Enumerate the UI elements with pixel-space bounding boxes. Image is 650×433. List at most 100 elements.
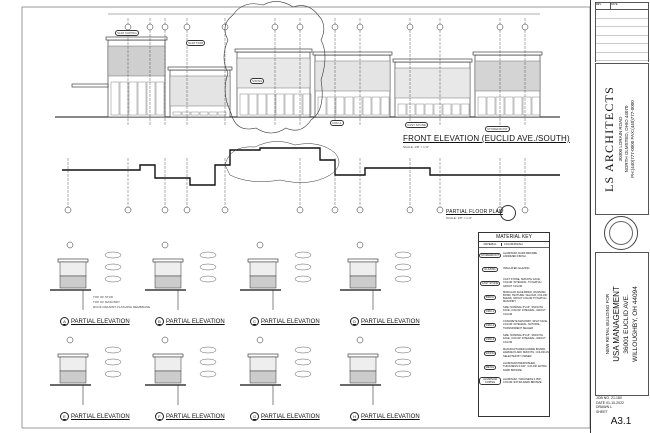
material-finish: ALUMINUM, DARK BRONZE ANODIZED FINISH [503, 251, 538, 258]
north-arrow-icon [500, 205, 516, 221]
detail-title: PARTIAL ELEVATION [71, 413, 130, 420]
section-marker-icon [496, 23, 504, 31]
callout-tag [104, 358, 122, 366]
elevation-callout: STOREFRONT [485, 126, 510, 132]
sheet-number: A3.1 [610, 416, 632, 427]
section-marker-icon [331, 23, 339, 31]
section-marker-icon [331, 206, 339, 214]
material-key-title: MATERIAL KEY [479, 233, 549, 242]
detail-title: PARTIAL ELEVATION [261, 413, 320, 420]
job-number: 21-180 [611, 396, 622, 400]
elevation-callout: SIDING [250, 78, 265, 84]
section-marker-icon [356, 23, 364, 31]
detail-letter: C [250, 317, 259, 326]
detail-letter: D [350, 317, 359, 326]
storefront-panel [137, 81, 147, 116]
front-elevation-title: FRONT ELEVATION (EUCLID AVE./SOUTH) [403, 134, 570, 143]
masonry-wall [249, 370, 277, 384]
storefront-panel [275, 93, 285, 116]
storefront-panel [217, 111, 227, 116]
coping [312, 51, 393, 56]
detail-note: TOP OF MASONRY [93, 300, 121, 304]
storefront-panel [284, 93, 294, 116]
storefront-panel [257, 93, 267, 116]
coping [105, 36, 168, 41]
firm-name: LS ARCHITECTS [602, 86, 616, 192]
masonry-wall [59, 275, 87, 289]
material-finish: CONCRETE MASONRY, SPLIT FACE, COLOR: INT… [503, 320, 548, 330]
callout-tag [104, 263, 122, 271]
material-name: CMU-3 [483, 336, 497, 342]
section-marker-icon [436, 23, 444, 31]
job-label: JOB NO. [596, 396, 611, 400]
section-marker-icon [296, 206, 304, 214]
floor-plan-title: PARTIAL FLOOR PLAN [446, 209, 503, 215]
material-name: CAST STONE [479, 280, 501, 286]
detail-title: PARTIAL ELEVATION [166, 318, 225, 325]
coping [152, 353, 184, 358]
upper-wall [314, 60, 391, 92]
upper-wall [474, 60, 541, 92]
storefront-panel [513, 96, 523, 116]
storefront-panel [302, 93, 312, 116]
callout-tag [394, 251, 412, 259]
storefront-panel [110, 81, 120, 116]
section-marker-icon [221, 206, 229, 214]
section-marker-icon [66, 336, 74, 344]
masonry-wall [59, 370, 87, 384]
callout-tag [104, 251, 122, 259]
section-marker-icon [406, 23, 414, 31]
upper-wall [107, 45, 166, 77]
storefront-panel [239, 93, 249, 116]
material-name: SIDING [483, 350, 497, 356]
callout-tag [294, 370, 312, 378]
callout-tag [199, 251, 217, 259]
storefront-panel [190, 111, 200, 116]
project-address: 36001 EUCLID AVE. [623, 294, 630, 354]
storefront-panel [335, 96, 345, 116]
callout-tag [199, 370, 217, 378]
material-name: ALUMINUM COPING [479, 377, 501, 385]
storefront-panel [477, 96, 487, 116]
detail-note: ROOF PARAPET FLASHING MEMBRANE [93, 305, 151, 309]
section-marker-icon [66, 241, 74, 249]
callout-tag [199, 263, 217, 271]
section-marker-icon [161, 23, 169, 31]
section-marker-icon [521, 23, 529, 31]
revision-table: REV.DATE [595, 2, 649, 62]
project-prefix: NEW RETAIL BUILDING FOR [605, 293, 610, 355]
masonry-wall [154, 370, 182, 384]
section-marker-icon [146, 23, 154, 31]
material-column-header: MATERIAL [479, 243, 502, 246]
storefront-panel [155, 81, 165, 116]
upper-wall [394, 67, 471, 99]
front-elevation-drawing [55, 1, 560, 134]
section-marker-icon [124, 206, 132, 214]
project-city: WILLOUGHBY, OH 44094 [632, 286, 639, 362]
material-finish: CAST STONE, SMOOTH FACE, COLOR: INTEGRAL… [503, 278, 542, 288]
material-finish: MANUFACTURED HARDIE BOARD, HARDIE PLANK … [503, 348, 549, 358]
callout-tag [394, 370, 412, 378]
detail-title: PARTIAL ELEVATION [166, 413, 225, 420]
coping [57, 258, 89, 263]
detail-title: PARTIAL ELEVATION [361, 413, 420, 420]
storefront-panel [406, 103, 416, 116]
section-marker-icon [356, 206, 364, 214]
storefront-panel [397, 103, 407, 116]
storefront-panel [504, 96, 514, 116]
date-label: DATE [596, 400, 606, 405]
storefront-panel [380, 96, 390, 116]
callout-tag [199, 346, 217, 354]
storefront-panel [362, 96, 372, 116]
callout-tag [294, 358, 312, 366]
material-finish: INSULATED GLAZING [503, 267, 530, 271]
section-marker-icon [521, 206, 529, 214]
section-marker-icon [161, 241, 169, 249]
material-finish: ALUMINUM, THICKNESS 0.050", COLOR: EXTRA… [503, 377, 542, 384]
